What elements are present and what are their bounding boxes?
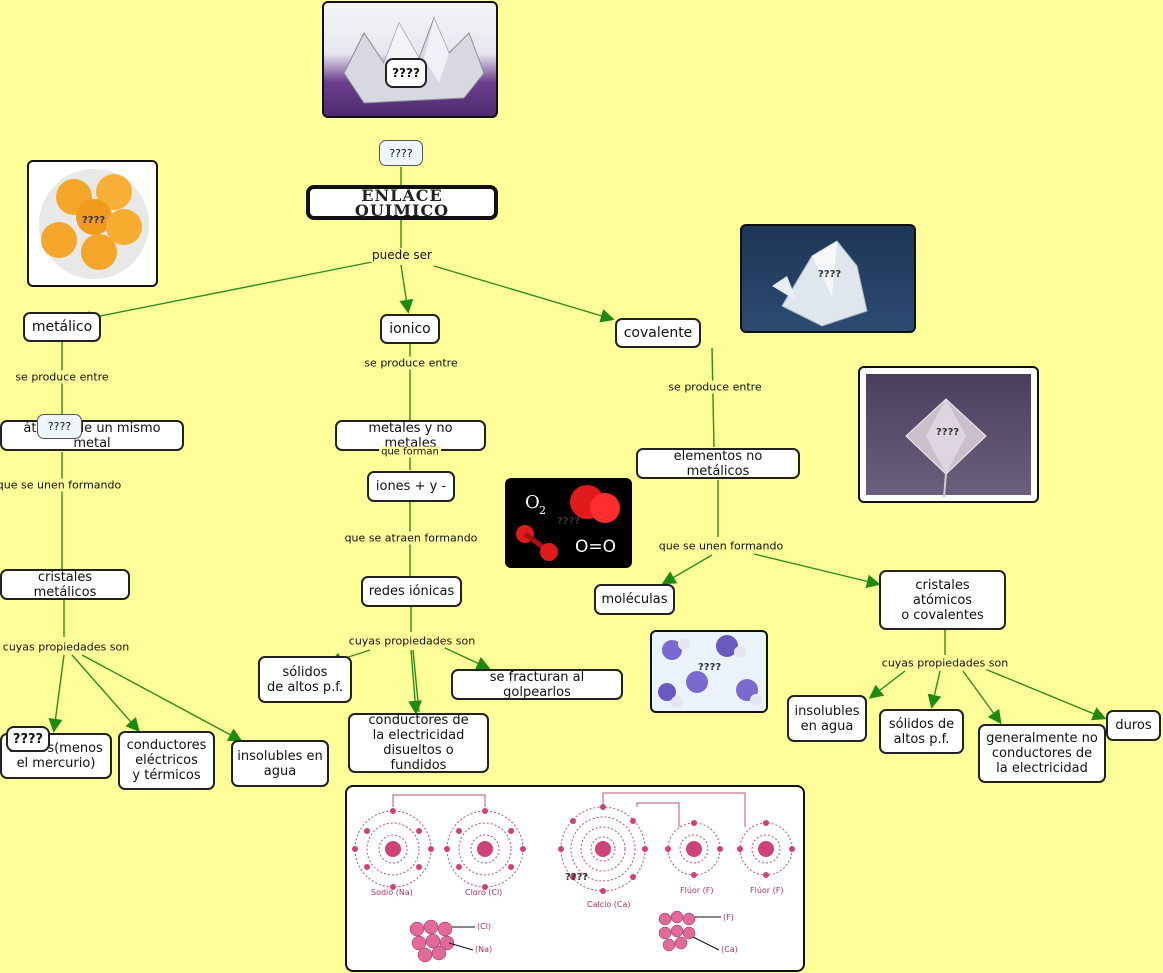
resource-badge-crystal[interactable]: ???? (6, 726, 50, 752)
link-label: que se unen formando (0, 478, 124, 492)
formula-label: O (525, 492, 540, 513)
image-marker: ???? (565, 872, 589, 883)
quartz-image (740, 224, 916, 333)
lattice-label: (Na) (475, 945, 492, 954)
link-label: cuyas propiedades son (879, 656, 1011, 670)
link-label: cuyas propiedades son (0, 640, 132, 654)
link-label: que forman (379, 446, 441, 458)
oxygen-molecule-image: O 2 O=O (505, 478, 632, 568)
concept-metalico[interactable]: metálico (23, 312, 101, 342)
concept-cristales-atomicos[interactable]: cristales atómicos o covalentes (879, 570, 1006, 630)
link-label: puede ser (370, 248, 434, 262)
atom-label: Calcio (Ca) (587, 900, 631, 909)
link-label: se produce entre (13, 370, 111, 384)
concept-solidos-cov[interactable]: sólidos de altos p.f. (879, 709, 964, 754)
image-marker: ???? (936, 427, 960, 438)
resource-badge-top[interactable]: ???? (379, 140, 423, 166)
image-marker: ???? (818, 269, 842, 280)
concept-redes-ionicas[interactable]: redes iónicas (361, 576, 462, 607)
link-label: que se atraen formando (342, 531, 480, 545)
atom-label: Flúor (F) (680, 886, 713, 895)
concept-insolubles-cov[interactable]: insolubles en agua (787, 695, 867, 742)
concept-atomos-metal[interactable]: átomos de un mismo metal (0, 420, 184, 451)
concept-metales-no-metales[interactable]: metales y no metales (335, 420, 486, 451)
concept-ionico[interactable]: ionico (380, 314, 440, 344)
lattice-label: (F) (723, 913, 734, 922)
main-concept-title[interactable]: ENLACE QUIMICO (306, 185, 498, 220)
concept-conductores-disueltos[interactable]: conductores de la electricidad disueltos… (348, 713, 489, 773)
link-label: que se unen formando (656, 539, 786, 553)
concept-covalente[interactable]: covalente (615, 318, 701, 348)
image-badge[interactable]: ???? (385, 58, 427, 88)
concept-no-conductores[interactable]: generalmente no conductores de la electr… (978, 724, 1106, 783)
resource-badge-metal[interactable]: ???? (37, 414, 82, 439)
concept-iones[interactable]: iones + y - (367, 471, 455, 502)
image-marker: ???? (557, 516, 581, 527)
link-label: se produce entre (362, 356, 460, 370)
atom-label: Cloro (Cl) (465, 888, 502, 897)
concept-duros[interactable]: duros (1106, 710, 1161, 741)
lattice-label: (Cl) (477, 922, 491, 931)
image-marker: ???? (82, 215, 106, 226)
concept-insolubles-metal[interactable]: insolubles en agua (231, 740, 329, 787)
atomic-structures-panel: Sodio (Na) Cloro (Cl) Calcio (Ca) Flúor … (345, 785, 805, 972)
molecules-image (650, 630, 768, 713)
concept-cristales-metalicos[interactable]: cristales metálicos (0, 569, 130, 600)
link-label: se produce entre (666, 380, 764, 394)
formula-subscript: 2 (539, 504, 546, 517)
metal-spheres-image (27, 160, 158, 287)
link-label: cuyas propiedades son (346, 634, 478, 648)
concept-conductores-termicos[interactable]: conductores eléctricos y térmicos (118, 731, 215, 790)
structure-label: O=O (575, 537, 616, 557)
atom-label: Sodio (Na) (371, 888, 413, 897)
concept-elementos-no-metalicos[interactable]: elementos no metálicos (636, 448, 800, 479)
concept-moleculas[interactable]: moléculas (594, 584, 675, 615)
atom-label: Flúor (F) (750, 886, 783, 895)
image-marker: ???? (698, 662, 722, 673)
concept-solidos-altos-pf[interactable]: sólidos de altos p.f. (258, 656, 352, 703)
diamond-image (858, 366, 1039, 503)
concept-se-fracturan[interactable]: se fracturan al golpearlos (451, 669, 623, 700)
lattice-label: (Ca) (721, 945, 738, 954)
